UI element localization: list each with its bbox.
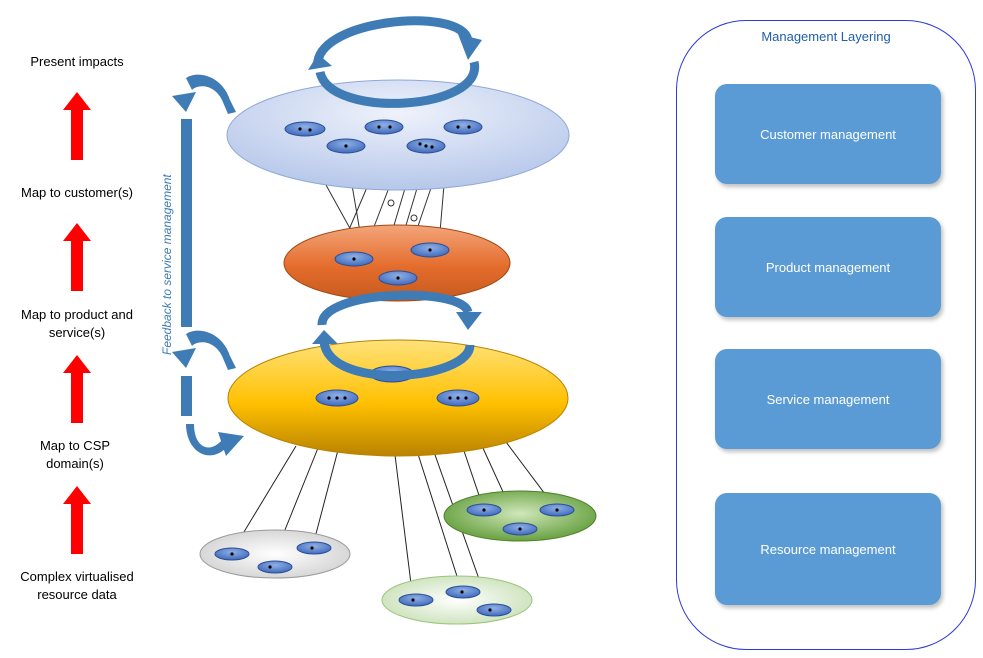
step-map-to-product-service: Map to product and service(s) [20, 307, 134, 340]
service-management-label: Service management [766, 391, 890, 407]
step-map-to-customers: Map to customer(s) [21, 185, 133, 200]
up-arrow-icon [63, 486, 91, 554]
feedback-label: Feedback to service management [160, 174, 174, 355]
resource-domain-green [443, 490, 597, 542]
layered-domain-diagram: Feedback to service management [160, 16, 597, 625]
panel-title: Management Layering [761, 29, 891, 44]
customer-domain-ellipse [226, 79, 570, 191]
up-arrow-icon [63, 92, 91, 160]
resource-nodes [214, 503, 575, 617]
customer-nodes [284, 119, 483, 154]
feedback-arrows-icon [172, 74, 244, 456]
service-management-box: Service management [715, 349, 941, 449]
step-present-impacts: Present impacts [30, 54, 124, 69]
resource-management-label: Resource management [760, 541, 896, 557]
product-management-box: Product management [715, 217, 941, 317]
step-map-to-csp-domains: Map to CSP domain(s) [39, 438, 111, 471]
customer-product-links [325, 184, 445, 233]
step-complex-resource-data: Complex virtualised resource data [20, 569, 134, 602]
product-nodes [334, 242, 450, 286]
customer-management-label: Customer management [760, 126, 896, 142]
csp-domain-ellipse [227, 339, 569, 457]
product-domain-ellipse [283, 224, 511, 302]
top-loop-arrow-icon [313, 16, 479, 108]
management-layering-panel: Management Layering Customer management … [676, 20, 976, 650]
product-management-label: Product management [765, 259, 891, 275]
resource-management-box: Resource management [715, 493, 941, 605]
up-arrow-icon [63, 223, 91, 291]
customer-management-box: Customer management [715, 84, 941, 184]
up-arrow-icon [63, 355, 91, 423]
middle-loop-arrow-icon [317, 290, 475, 380]
